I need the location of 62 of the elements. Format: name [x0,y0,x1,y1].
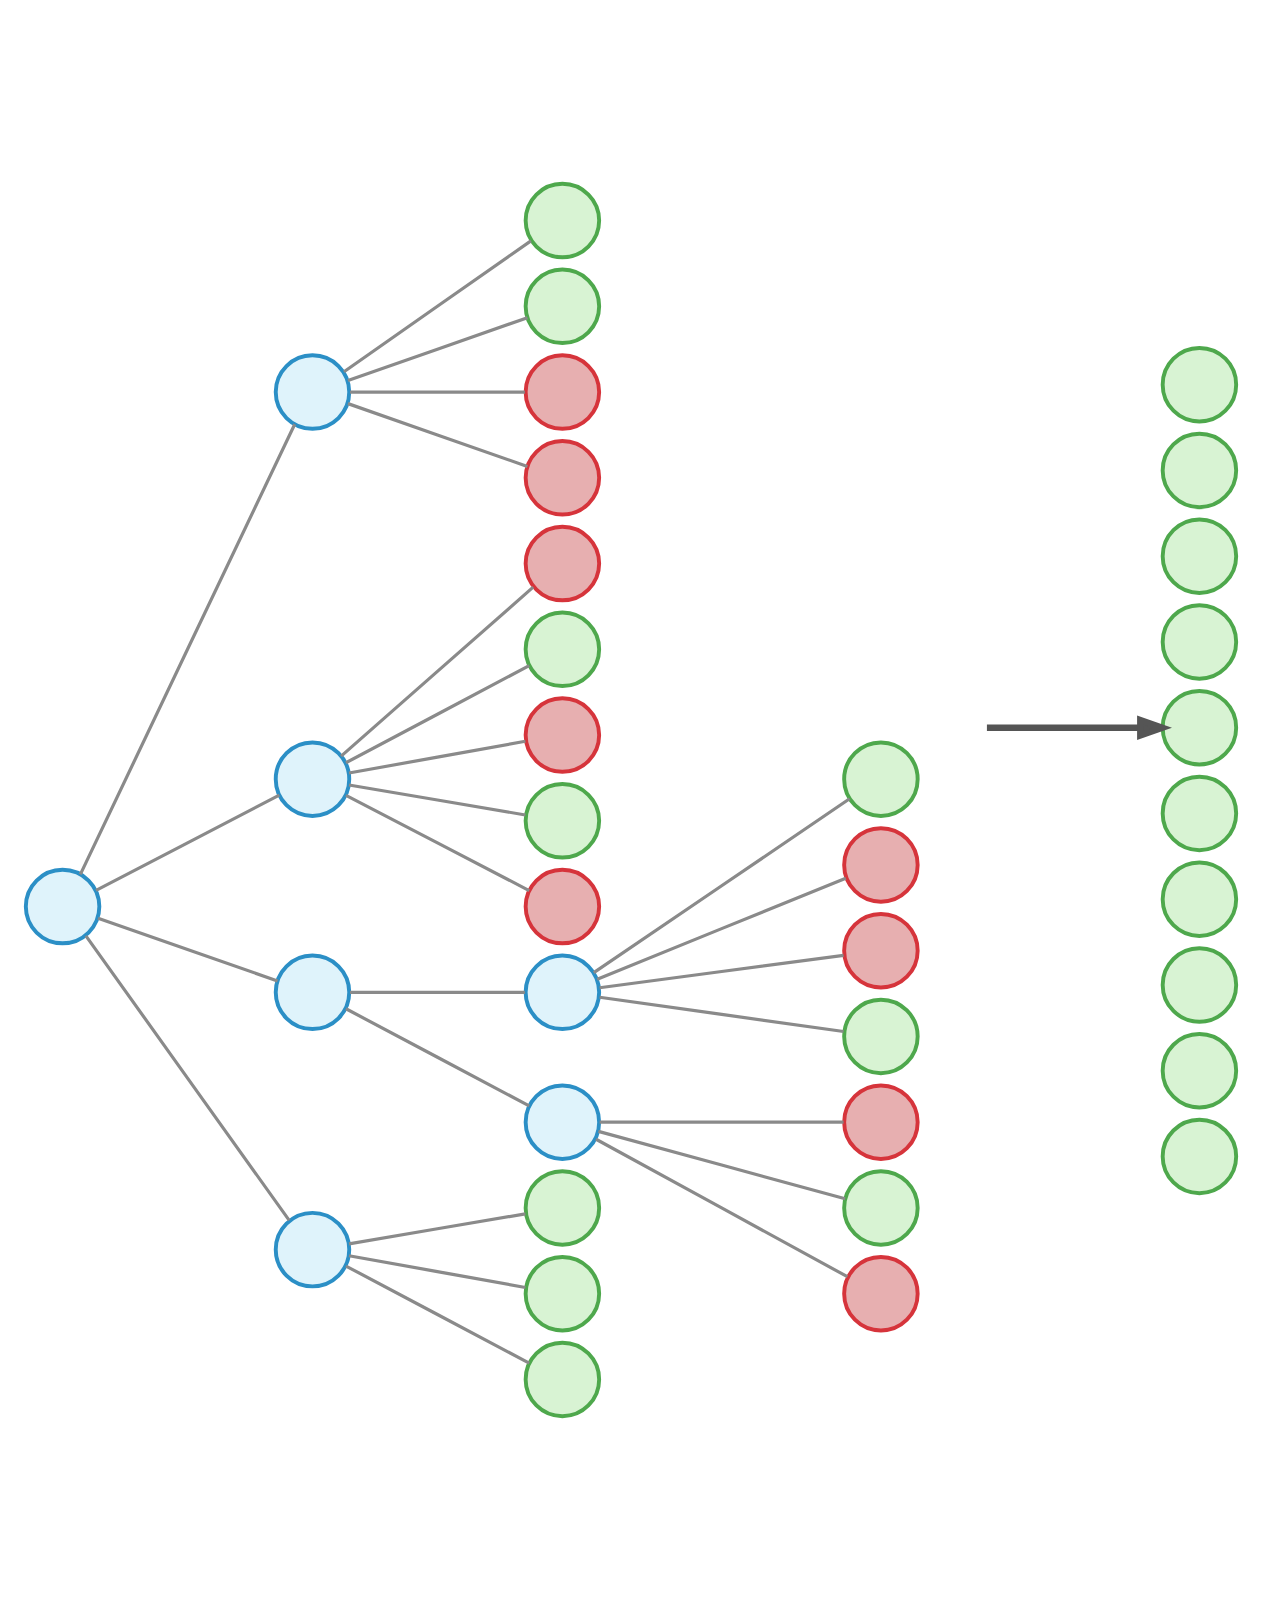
node-circle [23,867,102,946]
connector [592,797,851,974]
node-circle [1160,1117,1239,1196]
node-circle [1160,431,1239,510]
connector [348,739,526,775]
connector [350,990,525,994]
node-circle [1160,517,1239,595]
connector [599,1120,844,1124]
node-circle [523,267,602,345]
node-circle [523,1083,602,1161]
connector [345,1007,530,1108]
connector [84,934,291,1222]
connector [599,953,844,990]
node-circle [523,782,602,860]
node-circle [842,1083,920,1161]
connector [97,916,279,983]
connector [598,1129,846,1201]
node-circle [1160,1032,1239,1110]
node-circle [523,953,602,1032]
node-circle [523,439,602,517]
node-circle [1160,603,1239,681]
node-circle [842,1255,920,1333]
node-circle [273,1210,352,1289]
connector [345,793,530,892]
connector [345,664,530,765]
connector [340,585,535,758]
connector [595,1137,849,1279]
node-circle [523,610,602,689]
connector [95,793,280,892]
node-circle [842,740,920,818]
connector [347,316,528,382]
node-circle [523,1169,602,1247]
node-circle [523,696,602,774]
connector [347,402,528,468]
connector [345,1264,530,1365]
node-circle [842,826,920,904]
node-circle [523,1255,602,1333]
node-circle [523,353,602,431]
connector [348,1212,526,1246]
node-circle [523,181,602,260]
connector [348,1254,526,1290]
connector [343,239,532,374]
node-circle [1160,774,1239,853]
arrow [986,715,1172,740]
connector [596,876,847,981]
node-circle [273,353,352,431]
connector [78,423,297,876]
node-circle [1160,946,1239,1024]
node-circle [842,997,920,1076]
node-circle [842,1169,920,1247]
node-circle [1160,860,1239,938]
node-circle [842,911,920,990]
connector [348,783,526,817]
node-circle [1160,689,1239,767]
connector [599,995,844,1034]
node-circle [523,524,602,603]
connector [350,390,525,394]
node-circle [523,867,602,946]
node-circle [1160,346,1239,424]
node-circle [273,740,352,818]
node-circle [523,1340,602,1419]
node-circle [273,953,352,1032]
